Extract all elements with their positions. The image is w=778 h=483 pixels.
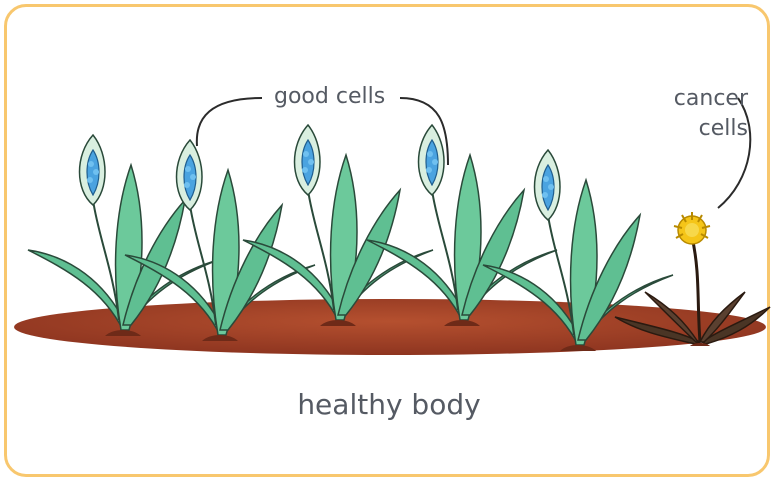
- good-cell-plant-4: [367, 125, 557, 326]
- cancer-cells-label-line2: cells: [628, 114, 748, 144]
- good-cells-label: good cells: [274, 84, 385, 109]
- caption: healthy body: [0, 388, 778, 421]
- cancer-cells-label-line1: cancer: [628, 84, 748, 114]
- cancer-cells-label: cancer cells: [628, 84, 748, 144]
